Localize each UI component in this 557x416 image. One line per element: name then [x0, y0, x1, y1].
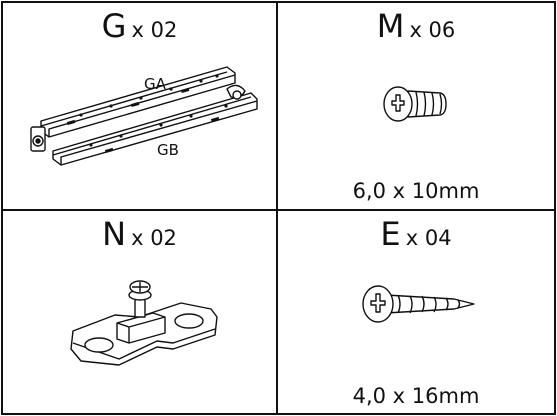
part-heading: N x 02: [3, 215, 276, 257]
part-heading: M x 06: [278, 7, 554, 49]
part-quantity: x 04: [405, 226, 452, 250]
part-cell-n: N x 02: [3, 211, 276, 413]
wood-screw-icon: [362, 285, 475, 323]
column-divider: [276, 1, 278, 415]
part-heading: E x 04: [278, 215, 554, 257]
drawer-slide-rail-icon: GA GB: [30, 66, 258, 166]
short-screw-icon: [383, 86, 447, 122]
part-heading: G x 02: [3, 7, 276, 49]
part-letter: M: [376, 7, 405, 45]
row-divider: [1, 209, 556, 211]
part-letter: E: [380, 215, 401, 253]
rail-label-lower: GB: [157, 141, 179, 159]
part-cell-e: E x 04 4,0 x 16mm: [278, 211, 554, 413]
hinge-mounting-plate-icon: [70, 280, 218, 366]
rail-label-upper: GA: [144, 75, 167, 93]
part-size: 6,0 x 10mm: [352, 179, 480, 203]
part-letter: G: [101, 7, 127, 45]
part-quantity: x 02: [131, 226, 177, 250]
part-cell-m: M x 06 6,0 x 10mm: [278, 3, 554, 208]
part-quantity: x 02: [131, 18, 178, 42]
part-size: 4,0 x 16mm: [352, 384, 480, 408]
part-quantity: x 06: [409, 18, 456, 42]
part-letter: N: [102, 215, 126, 253]
part-cell-g: G x 02: [3, 3, 276, 208]
